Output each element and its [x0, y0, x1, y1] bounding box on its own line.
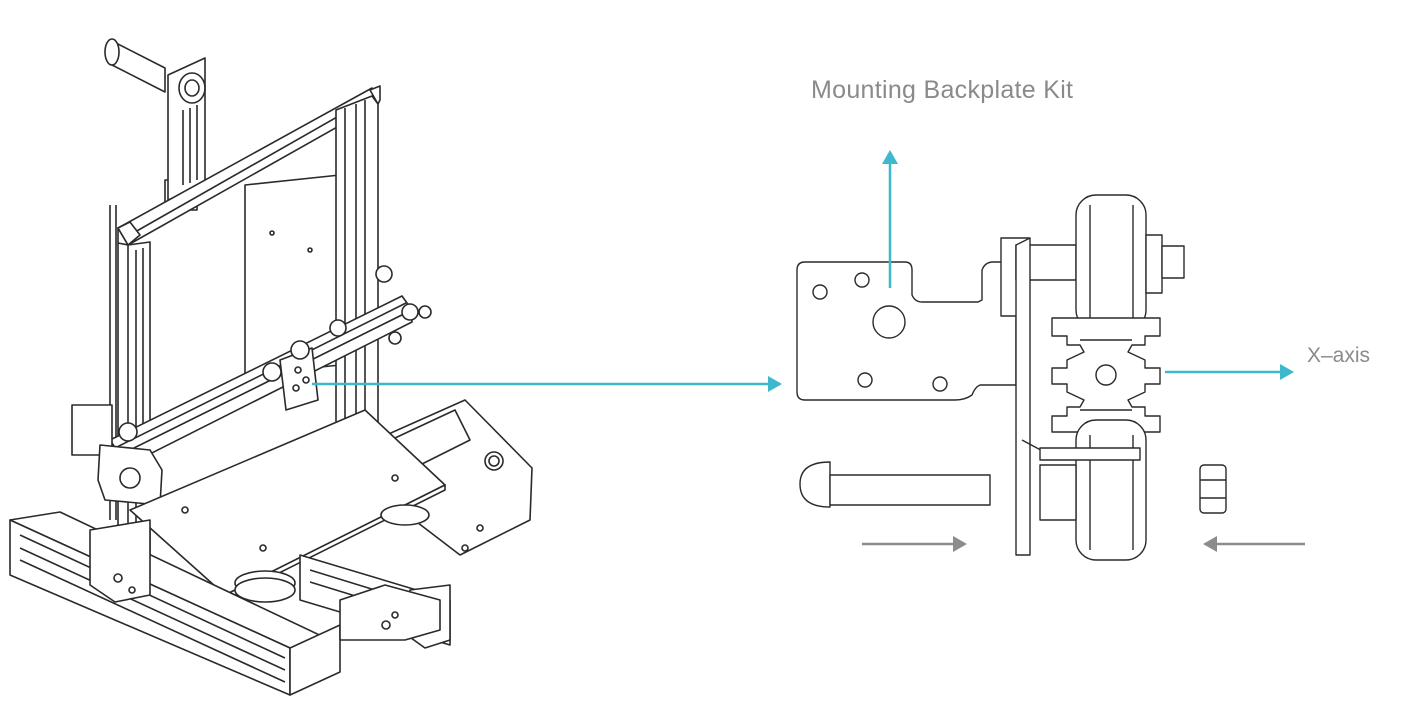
x-axis-label: X–axis [1307, 344, 1371, 367]
backplate-hole [812, 284, 828, 300]
lower-wheel [1075, 419, 1147, 561]
screw-insert-arrowhead [953, 536, 967, 552]
nut-insert-arrowhead [1203, 536, 1217, 552]
backplate [796, 261, 1017, 401]
x-axis-arrowhead [1280, 364, 1294, 380]
title-pointer-arrowhead [882, 150, 898, 164]
right-pillar [335, 95, 379, 453]
upper-wheel [1075, 194, 1147, 331]
mounting-backplate-kit-label: Mounting Backplate Kit [811, 76, 1074, 104]
side-plate [1015, 237, 1031, 556]
screw-head [799, 461, 831, 508]
nut [1199, 464, 1227, 514]
backplate-center-hole [872, 305, 906, 339]
leader-arrowhead [768, 376, 782, 392]
printer-illustration [9, 38, 533, 696]
screw-shaft [829, 474, 991, 506]
spool-holder [104, 38, 206, 211]
detail-view [796, 194, 1227, 561]
